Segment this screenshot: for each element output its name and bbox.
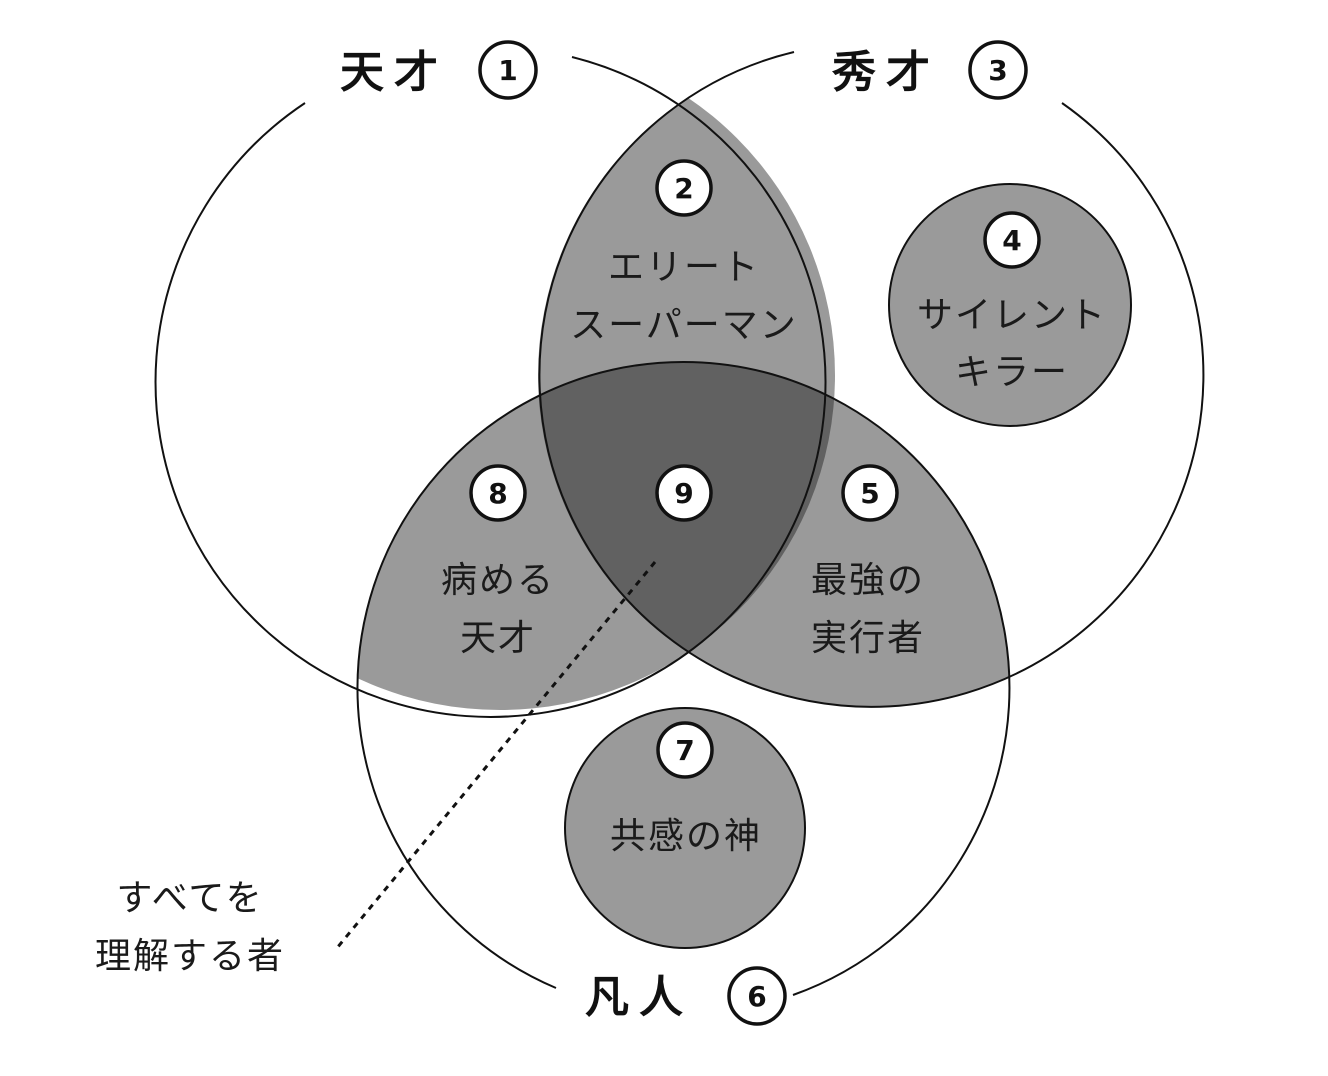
shusai-number-badge: 3: [968, 40, 1028, 100]
region-number: 9: [674, 477, 693, 510]
bonjin-label: 凡人: [585, 972, 693, 1023]
region-text-line: 実行者: [811, 618, 925, 659]
region-number: 5: [860, 477, 879, 510]
region-strongest-doer: 5 最強の 実行者: [811, 464, 925, 659]
genius-label: 天才: [340, 47, 448, 98]
region-text-line: スーパーマン: [570, 305, 798, 346]
bonjin-number-badge: 6: [727, 966, 787, 1026]
region-text-line: 共感の神: [610, 816, 762, 857]
god-of-empathy-circle: [564, 707, 806, 949]
callout-all-understanding: すべてを 理解する者: [95, 878, 285, 977]
region-number: 4: [1002, 224, 1021, 257]
svg-text:1: 1: [498, 54, 517, 87]
svg-text:6: 6: [747, 980, 766, 1013]
region-text-line: 最強の: [811, 560, 925, 601]
region-number: 2: [674, 172, 693, 205]
region-silent-killer: 4 サイレント キラー: [917, 211, 1107, 393]
callout-text-line: 理解する者: [95, 936, 285, 977]
shusai-circle: [538, 51, 1205, 708]
region-text-line: キラー: [955, 352, 1069, 393]
bonjin-circle: [356, 360, 1011, 996]
region-text-line: サイレント: [917, 295, 1107, 336]
region-text-line: 天才: [460, 618, 536, 659]
svg-text:3: 3: [988, 54, 1007, 87]
region-number: 7: [675, 734, 694, 767]
genius-number-badge: 1: [478, 40, 538, 100]
region-text-line: エリート: [608, 247, 760, 288]
region-elite-superman: 2 エリート スーパーマン: [570, 159, 798, 346]
genius-circle: [154, 56, 827, 718]
shusai-label: 秀才: [831, 47, 940, 98]
silent-killer-circle: [888, 183, 1132, 427]
region-sick-genius: 8 病める 天才: [441, 464, 555, 659]
callout-text-line: すべてを: [116, 878, 263, 919]
region-number: 8: [488, 477, 507, 510]
region-god-of-empathy: 7 共感の神: [610, 721, 762, 857]
region-text-line: 病める: [441, 560, 555, 601]
region-center: 9: [655, 464, 713, 522]
